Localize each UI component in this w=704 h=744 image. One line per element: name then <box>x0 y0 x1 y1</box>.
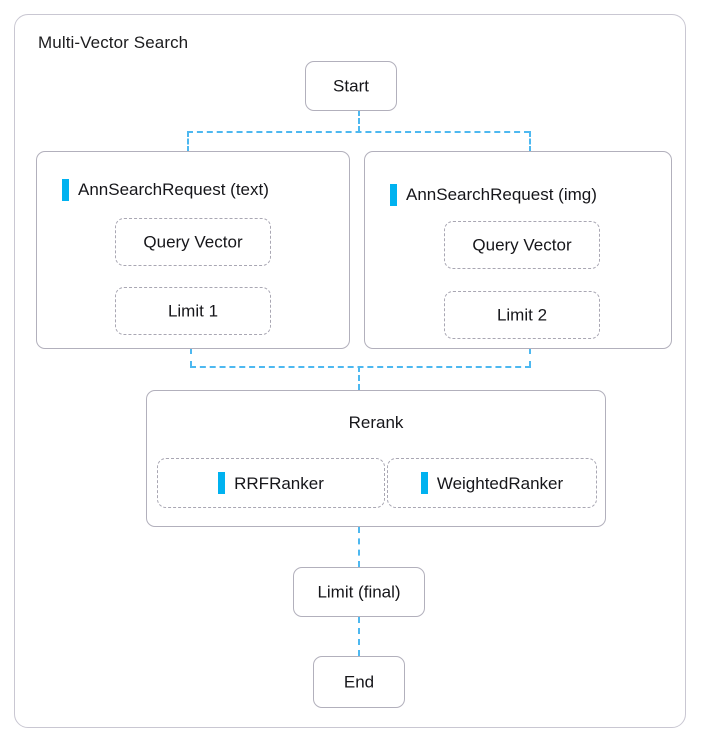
node-ann-search-request-img[interactable]: AnnSearchRequest (img) Query Vector Limi… <box>364 151 672 349</box>
node-limit-final-label: Limit (final) <box>317 582 401 602</box>
connector-fork-to-text <box>187 131 189 152</box>
connector-rerank-to-limit <box>358 527 360 567</box>
connector-img-down <box>529 348 531 367</box>
node-rerank[interactable]: Rerank RRFRanker WeightedRanker <box>146 390 606 527</box>
node-start[interactable]: Start <box>305 61 397 111</box>
node-end-label: End <box>343 672 375 692</box>
field-query-vector-img-label: Query Vector <box>472 235 572 255</box>
node-limit-final[interactable]: Limit (final) <box>293 567 425 617</box>
ranker-rrf-content: RRFRanker <box>158 472 384 494</box>
node-ann-search-request-text-title: AnnSearchRequest (text) <box>78 180 269 199</box>
ranker-weighted[interactable]: WeightedRanker <box>387 458 597 508</box>
ranker-rrf[interactable]: RRFRanker <box>157 458 385 508</box>
connector-limit-to-end <box>358 617 360 656</box>
connector-merge-bus <box>190 366 531 368</box>
node-ann-search-request-text-heading: AnnSearchRequest (text) <box>62 179 269 201</box>
ranker-weighted-content: WeightedRanker <box>388 472 596 494</box>
field-limit-2[interactable]: Limit 2 <box>444 291 600 339</box>
field-query-vector-img[interactable]: Query Vector <box>444 221 600 269</box>
field-query-vector-text-label: Query Vector <box>143 232 243 252</box>
cyan-bar-icon <box>218 472 226 494</box>
node-rerank-heading: Rerank <box>147 413 605 433</box>
ranker-rrf-label: RRFRanker <box>234 473 324 493</box>
cyan-bar-icon <box>420 472 428 494</box>
cyan-bar-icon <box>62 179 69 201</box>
ranker-weighted-label: WeightedRanker <box>436 473 564 493</box>
connector-fork-bus <box>187 131 530 133</box>
cyan-bar-icon <box>390 184 397 206</box>
connector-start-down <box>358 110 360 132</box>
field-limit-2-label: Limit 2 <box>496 305 548 325</box>
field-limit-1-label: Limit 1 <box>167 301 219 321</box>
node-start-label: Start <box>333 76 369 96</box>
node-ann-search-request-img-title: AnnSearchRequest (img) <box>406 185 597 204</box>
multi-vector-search-frame <box>14 14 686 728</box>
node-rerank-title: Rerank <box>348 413 404 432</box>
node-ann-search-request-text[interactable]: AnnSearchRequest (text) Query Vector Lim… <box>36 151 350 349</box>
node-ann-search-request-img-heading: AnnSearchRequest (img) <box>390 184 597 206</box>
connector-merge-to-rerank <box>358 366 360 390</box>
frame-title: Multi-Vector Search <box>38 33 189 52</box>
connector-text-down <box>190 348 192 367</box>
field-query-vector-text[interactable]: Query Vector <box>115 218 271 266</box>
node-end[interactable]: End <box>313 656 405 708</box>
field-limit-1[interactable]: Limit 1 <box>115 287 271 335</box>
connector-fork-to-img <box>529 131 531 152</box>
